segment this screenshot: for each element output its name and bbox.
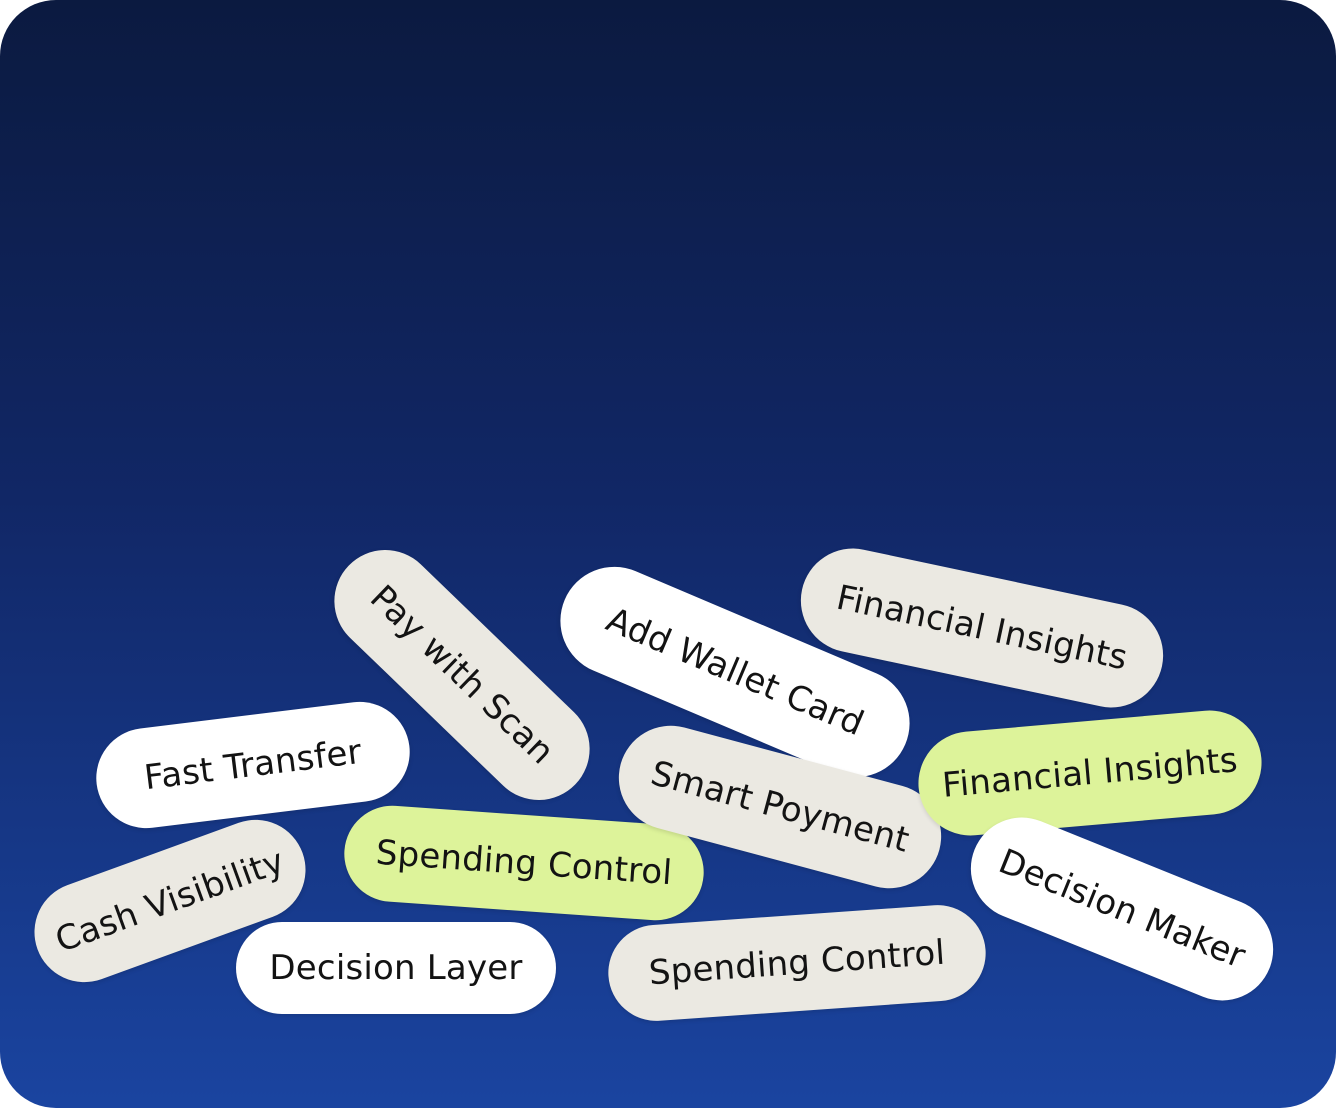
pill-decision-maker: Decision Maker bbox=[955, 802, 1289, 1016]
pill-label: Financial Insights bbox=[832, 577, 1132, 679]
pill-decision-layer: Decision Layer bbox=[236, 922, 556, 1014]
pill-label: Financial Insights bbox=[940, 740, 1240, 806]
pill-label: Decision Layer bbox=[269, 948, 523, 988]
pill-label: Spending Control bbox=[374, 832, 674, 894]
pill-label: Decision Maker bbox=[993, 841, 1251, 977]
pill-spending-control: Spending Control bbox=[605, 901, 989, 1025]
pill-financial-insights-highlight: Financial Insights bbox=[914, 706, 1266, 840]
pill-label: Spending Control bbox=[647, 932, 947, 994]
pill-label: Fast Transfer bbox=[142, 731, 364, 799]
